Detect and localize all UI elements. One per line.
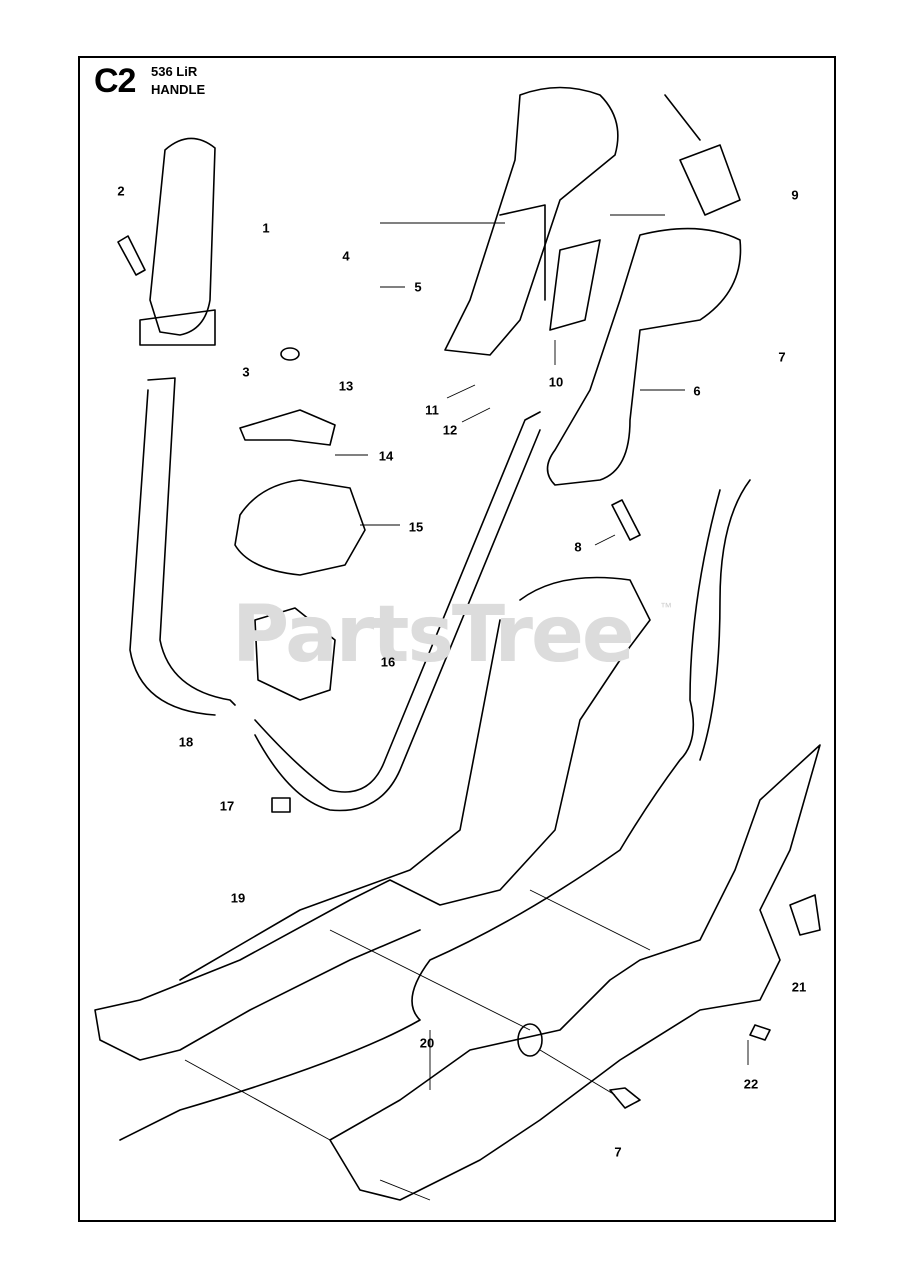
- handle-cover-6: [546, 227, 742, 486]
- trigger-10: [549, 239, 601, 331]
- callout-19: 19: [230, 890, 246, 906]
- callout-4: 4: [342, 248, 350, 264]
- loop-handle-tube: [147, 377, 236, 706]
- watermark-trademark: ™: [660, 600, 672, 614]
- callout-5: 5: [414, 279, 422, 295]
- callout-8: 8: [574, 539, 582, 555]
- callout-21: 21: [791, 979, 807, 995]
- section-code: C2: [94, 62, 136, 100]
- clip-14: [239, 409, 336, 446]
- cap-15: [234, 479, 366, 576]
- section-title: HANDLE: [151, 82, 206, 97]
- callout-18: 18: [178, 734, 194, 750]
- diagram-frame: [78, 56, 836, 1222]
- callout-3: 3: [242, 364, 250, 380]
- watermark: PartsTree: [232, 590, 635, 680]
- callout-16: 16: [380, 654, 396, 670]
- callout-6: 6: [693, 383, 701, 399]
- screw-2: [117, 235, 146, 276]
- callout-17: 17: [219, 798, 235, 814]
- callout-22: 22: [743, 1076, 759, 1092]
- lever-9: [679, 144, 741, 216]
- control-handle-upper: [444, 86, 619, 356]
- callout-10: 10: [548, 374, 564, 390]
- callout-14: 14: [378, 448, 394, 464]
- callout-15: 15: [408, 519, 424, 535]
- callout-2: 2: [117, 183, 125, 199]
- callout-7-lower: 7: [614, 1144, 622, 1160]
- callout-9: 9: [791, 187, 799, 203]
- callout-12: 12: [442, 422, 458, 438]
- callout-20: 20: [419, 1035, 435, 1051]
- loop-handle-grip: [149, 137, 216, 336]
- model-name: 536 LiR: [151, 64, 198, 79]
- callout-1: 1: [262, 220, 270, 236]
- callout-11: 11: [425, 402, 439, 418]
- clamp-16: [254, 607, 336, 701]
- callout-7: 7: [778, 349, 786, 365]
- main-housing-19: [94, 576, 651, 1061]
- callout-13: 13: [338, 378, 354, 394]
- frame-21: [329, 744, 821, 1201]
